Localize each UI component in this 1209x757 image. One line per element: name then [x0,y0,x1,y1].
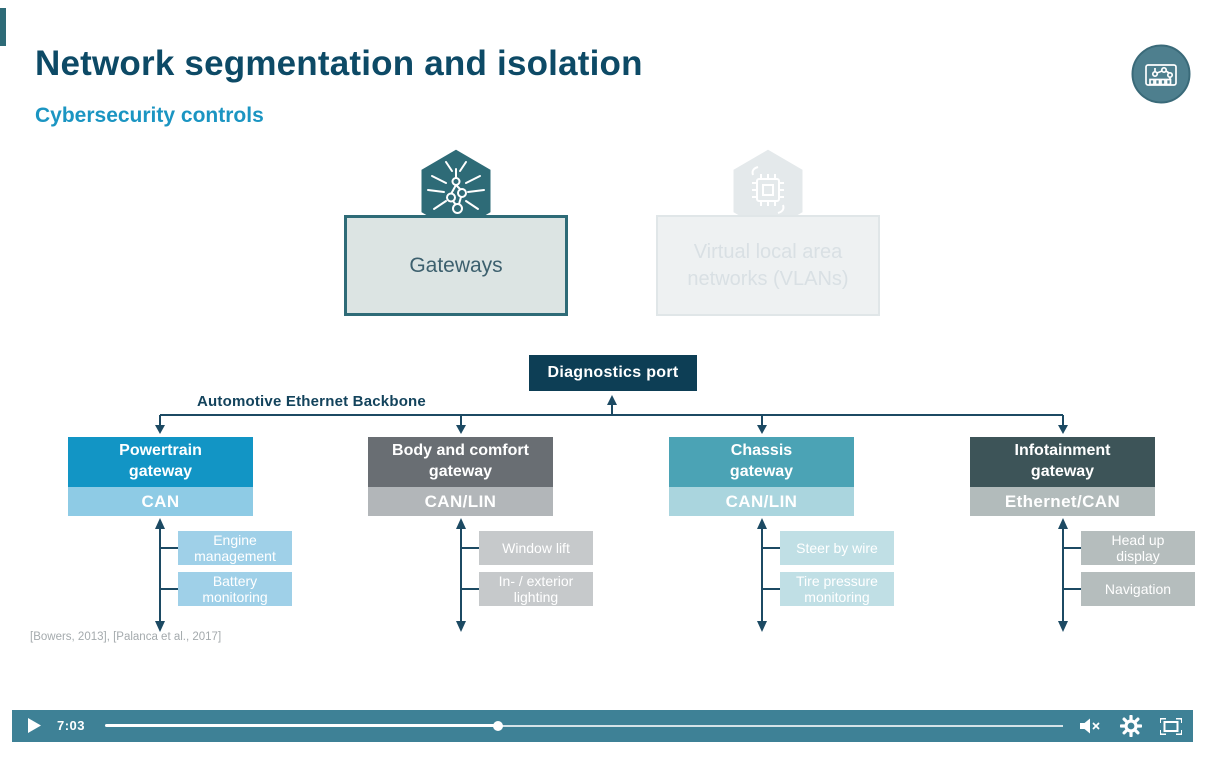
gateway-chassis: Chassis gateway CAN/LIN [669,437,854,516]
gateway-body-comfort: Body and comfort gateway CAN/LIN [368,437,553,516]
gateway-body-comfort-bus: CAN/LIN [368,487,553,516]
node-engine-management: Engine management [178,531,292,565]
diagnostics-port-box: Diagnostics port [529,355,697,391]
gateway-infotainment-name: Infotainment gateway [970,437,1155,487]
circuit-spider-icon [415,145,497,237]
video-player-bar: 7:03 [12,710,1193,742]
slide-edge-accent [0,8,6,46]
gateway-powertrain: Powertrain gateway CAN [68,437,253,516]
control-gateways-label: Gateways [409,253,503,277]
page-title: Network segmentation and isolation [35,44,643,83]
backbone-label: Automotive Ethernet Backbone [197,393,426,410]
progress-remaining [497,725,1063,727]
gateway-infotainment: Infotainment gateway Ethernet/CAN [970,437,1155,516]
fullscreen-icon[interactable] [1160,715,1182,737]
node-interior-exterior-lighting: In- / exterior lighting [479,572,593,606]
page-subtitle: Cybersecurity controls [35,104,264,127]
circuit-board-logo-icon [1130,43,1192,105]
progress-bar[interactable] [105,710,1063,742]
gateway-chassis-name: Chassis gateway [669,437,854,487]
node-window-lift: Window lift [479,531,593,565]
node-navigation: Navigation [1081,572,1195,606]
volume-muted-icon[interactable] [1080,715,1102,737]
node-head-up-display: Head up display [1081,531,1195,565]
gateway-chassis-bus: CAN/LIN [669,487,854,516]
control-vlans: Virtual local area networks (VLANs) [656,215,880,316]
progress-handle[interactable] [492,721,503,731]
gateway-infotainment-bus: Ethernet/CAN [970,487,1155,516]
gateway-powertrain-bus: CAN [68,487,253,516]
node-tire-pressure-monitoring: Tire pressure monitoring [780,572,894,606]
gateway-body-comfort-name: Body and comfort gateway [368,437,553,487]
node-battery-monitoring: Battery monitoring [178,572,292,606]
current-time: 7:03 [57,718,86,733]
node-steer-by-wire: Steer by wire [780,531,894,565]
settings-gear-icon[interactable] [1120,715,1142,737]
gateway-powertrain-name: Powertrain gateway [68,437,253,487]
play-icon[interactable] [28,718,41,733]
diagnostics-port-label: Diagnostics port [547,364,679,381]
citation: [Bowers, 2013], [Palanca et al., 2017] [30,631,222,643]
progress-played [105,724,498,727]
control-vlans-label: Virtual local area networks (VLANs) [687,240,849,290]
control-gateways: Gateways [344,215,568,316]
